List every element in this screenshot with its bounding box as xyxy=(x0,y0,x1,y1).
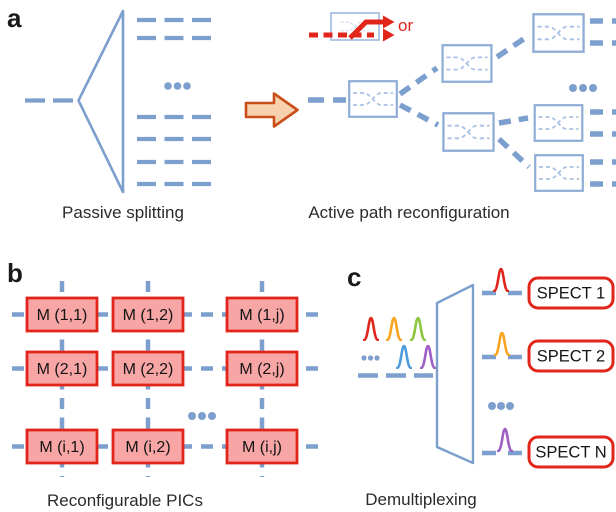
active-path-caption: Active path reconfiguration xyxy=(308,203,509,222)
demux-output-rows: SPECT 1 SPECT 2 SPECT N xyxy=(482,267,615,469)
m-cell xyxy=(225,296,299,333)
switch-box-icon xyxy=(443,45,492,82)
wavelength-peak-icon xyxy=(420,344,436,369)
reconfigurable-pics-caption: Reconfigurable PICs xyxy=(47,491,203,510)
demultiplexing-caption: Demultiplexing xyxy=(365,490,477,509)
m-cell-label: M (1,1) xyxy=(37,307,88,324)
m-cell xyxy=(111,296,185,333)
m-cell-label: M (1,j) xyxy=(239,307,284,324)
wavelength-peak-icon xyxy=(386,316,402,341)
ellipsis-icon xyxy=(188,412,216,420)
tree-output-waveguides xyxy=(590,18,616,187)
m-cell-label: M (1,2) xyxy=(123,307,174,324)
demux-trapezoid-icon xyxy=(435,283,475,465)
wavelength-peak-icon xyxy=(494,331,510,356)
switch-state-inset: or xyxy=(309,12,413,42)
m-cell xyxy=(25,428,99,465)
spect-box xyxy=(527,339,615,373)
switch-box-icon xyxy=(533,14,583,51)
m-cell xyxy=(111,350,185,387)
demultiplexing-diagram: SPECT 1 SPECT 2 SPECT N xyxy=(358,267,615,469)
m-cell-label: M (i,1) xyxy=(39,439,84,456)
ellipsis-icon xyxy=(361,355,380,361)
m-cell xyxy=(111,428,185,465)
arrowhead-up-icon xyxy=(383,15,395,29)
wavelength-peak-icon xyxy=(497,427,513,452)
switch-inset-box xyxy=(330,12,380,41)
passive-splitting-diagram xyxy=(25,9,211,194)
spect-label: SPECT N xyxy=(535,444,606,462)
m-cell-label: M (i,2) xyxy=(125,439,170,456)
pic-grid: M (1,1) M (1,2) M (1,j) M (2,1) M (2,2) … xyxy=(12,281,318,477)
m-cell-label: M (2,2) xyxy=(123,361,174,378)
m-cell xyxy=(25,350,99,387)
block-arrow-icon xyxy=(244,92,299,128)
wavelength-peak-icon xyxy=(493,267,509,292)
wavelength-peak-icon xyxy=(363,316,379,341)
switch-box-icon xyxy=(349,81,397,117)
m-cell xyxy=(225,428,299,465)
panel-a-label: a xyxy=(7,3,22,33)
output-waveguides xyxy=(137,17,211,187)
m-cell xyxy=(225,350,299,387)
spect-box xyxy=(527,435,615,469)
or-label: or xyxy=(398,16,413,35)
splitter-triangle-icon xyxy=(77,9,125,194)
m-cell-label: M (2,j) xyxy=(239,361,284,378)
wavelength-peak-icon xyxy=(396,344,412,369)
m-cell-label: M (2,1) xyxy=(37,361,88,378)
spect-label: SPECT 1 xyxy=(537,285,605,303)
arrowhead-down-icon xyxy=(383,28,395,42)
spect-label: SPECT 2 xyxy=(537,348,605,366)
switch-box-icon xyxy=(535,105,583,141)
input-wavelength-peaks xyxy=(361,316,436,369)
m-cell-label: M (i,j) xyxy=(242,439,282,456)
tree-connections xyxy=(398,33,531,170)
wavelength-peak-icon xyxy=(410,316,426,341)
cross-state-path xyxy=(348,19,383,40)
switch-box-icon xyxy=(443,113,493,150)
passive-splitting-caption: Passive splitting xyxy=(62,203,184,222)
switch-tree xyxy=(308,14,616,191)
spect-box xyxy=(527,276,615,310)
ellipsis-icon xyxy=(164,82,191,90)
panel-b-label: b xyxy=(7,258,23,288)
ellipsis-icon xyxy=(569,84,597,92)
m-cell xyxy=(25,296,99,333)
panel-c-label: c xyxy=(347,262,361,292)
m-cells: M (1,1) M (1,2) M (1,j) M (2,1) M (2,2) … xyxy=(25,296,299,465)
ellipsis-icon xyxy=(488,402,514,410)
switch-box-icon xyxy=(535,155,583,191)
